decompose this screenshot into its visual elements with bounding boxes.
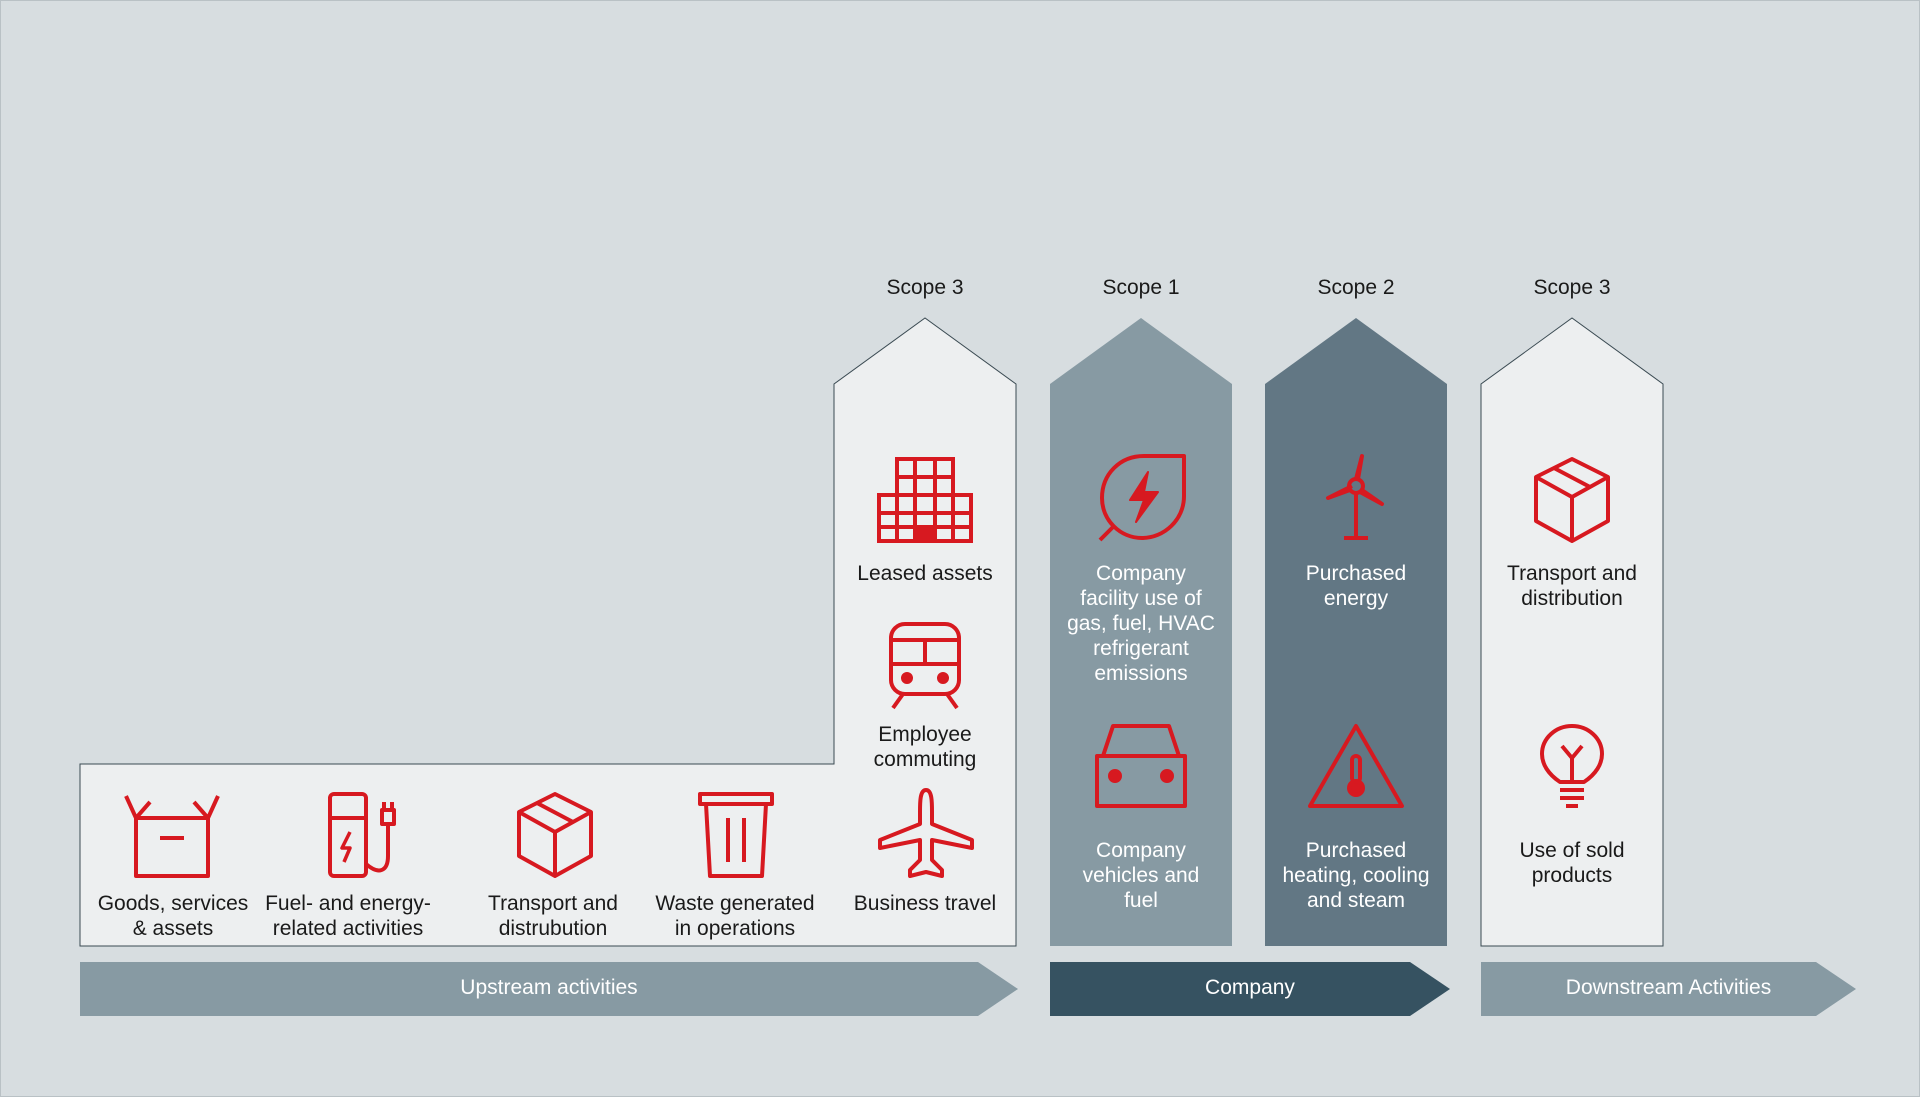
wind-turbine-icon	[1306, 452, 1406, 542]
company-band	[1050, 962, 1450, 1016]
label-transport-upstream: Transport and distrubution	[488, 892, 618, 940]
band-company-label: Company	[1205, 976, 1295, 999]
package-cube-icon	[1522, 455, 1622, 545]
label-company-facility: Company facility use of gas, fuel, HVAC …	[1067, 562, 1215, 685]
scope-heading-scope2: Scope 2	[1317, 276, 1395, 299]
label-fuel-energy: Fuel- and energy- related activities	[265, 892, 431, 940]
airplane-icon	[876, 788, 976, 880]
downstream-band	[1481, 962, 1856, 1016]
downstream-column	[1480, 317, 1664, 947]
office-building-icon	[875, 455, 975, 543]
upstream-band	[80, 962, 1018, 1016]
scope2-column	[1265, 318, 1447, 946]
label-company-vehicles: Company vehicles and fuel	[1082, 839, 1200, 912]
leaf-lightning-icon	[1092, 452, 1192, 542]
upstream-panel	[79, 317, 1017, 947]
scope-heading-downstream: Scope 3	[1533, 276, 1611, 299]
label-use-of-sold-products: Use of sold products	[1519, 839, 1625, 887]
label-business-travel: Business travel	[853, 892, 997, 915]
trash-bin-icon	[686, 790, 786, 880]
scope-heading-leased: Scope 3	[886, 276, 964, 299]
label-purchased-energy: Purchased energy	[1305, 562, 1407, 610]
band-upstream-label: Upstream activities	[460, 976, 638, 999]
train-icon	[875, 620, 975, 710]
car-icon	[1091, 720, 1191, 810]
scope-heading-scope1: Scope 1	[1102, 276, 1180, 299]
open-box-icon	[122, 790, 222, 880]
label-leased-assets: Leased assets	[857, 562, 993, 585]
label-employee-commuting: Employee commuting	[873, 723, 977, 771]
fuel-pump-plug-icon	[320, 790, 420, 880]
label-purchased-heating: Purchased heating, cooling and steam	[1282, 839, 1430, 912]
package-cube-icon	[505, 790, 605, 880]
band-downstream-label: Downstream Activities	[1565, 976, 1772, 999]
label-goods-services: Goods, services & assets	[97, 892, 249, 940]
label-transport-downstream: Transport and distribution	[1507, 562, 1637, 610]
light-bulb-icon	[1522, 722, 1622, 812]
label-waste: Waste generated in operations	[655, 892, 815, 940]
thermometer-warning-icon	[1306, 720, 1406, 810]
